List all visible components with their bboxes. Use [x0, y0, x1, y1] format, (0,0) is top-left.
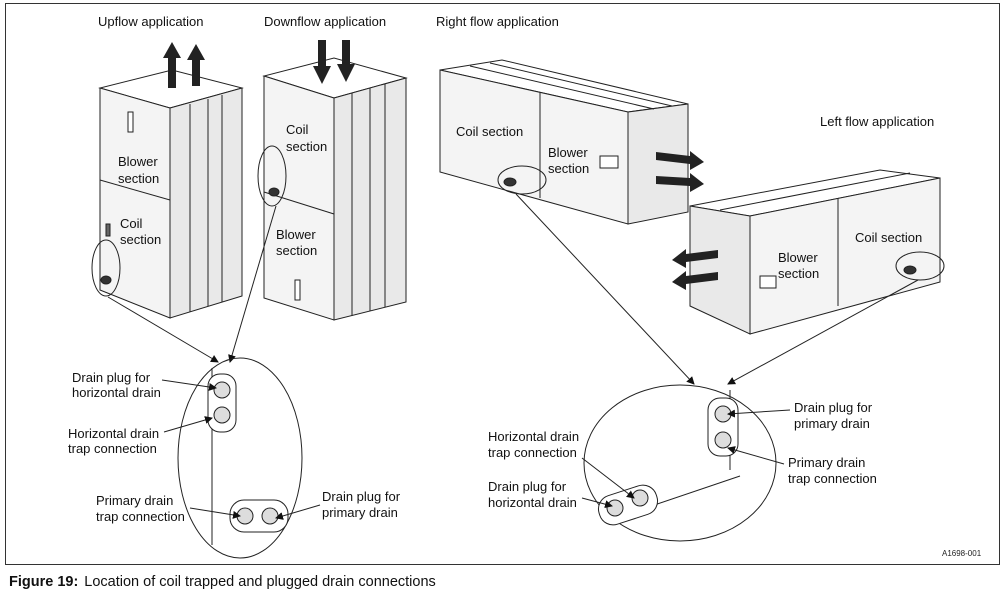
upflow-arrows [163, 42, 205, 88]
downflow-arrows [313, 40, 355, 84]
rightflow-coil-label: Coil section [456, 124, 523, 139]
downflow-unit [257, 57, 408, 321]
leftflow-arrows [672, 249, 718, 290]
rightflow-unit [439, 59, 689, 225]
figure-id: A1698-001 [942, 549, 982, 558]
left-plug-horizontal-2: horizontal drain [72, 385, 161, 400]
left-trap-primary-1: Primary drain [96, 493, 173, 508]
left-detail-view [177, 357, 303, 559]
title-downflow: Downflow application [264, 14, 386, 29]
upflow-blower-label-1: Blower [118, 154, 158, 169]
right-detail-leaders [581, 409, 791, 509]
right-detail-view [583, 384, 777, 542]
figure-caption-text: Location of coil trapped and plugged dra… [84, 574, 436, 590]
magnify-leaders [107, 193, 919, 385]
right-trap-primary-2: trap connection [788, 471, 877, 486]
drain-connections-diagram: Upflow application Downflow application … [68, 14, 982, 559]
title-upflow: Upflow application [98, 14, 204, 29]
left-plug-primary-1: Drain plug for [322, 489, 401, 504]
right-plug-horizontal-2: horizontal drain [488, 495, 577, 510]
left-trap-primary-2: trap connection [96, 509, 185, 524]
upflow-unit [91, 69, 244, 319]
upflow-blower-label-2: section [118, 171, 159, 186]
downflow-blower-label-1: Blower [276, 227, 316, 242]
right-plug-primary-2: primary drain [794, 416, 870, 431]
leftflow-coil-label: Coil section [855, 230, 922, 245]
leftflow-blower-label-2: section [778, 266, 819, 281]
right-plug-horizontal-1: Drain plug for [488, 479, 567, 494]
rightflow-blower-label-1: Blower [548, 145, 588, 160]
leftflow-unit [689, 169, 945, 335]
rightflow-arrows [656, 151, 704, 192]
figure-number: Figure 19: [9, 574, 79, 590]
upflow-coil-label-1: Coil [120, 216, 143, 231]
left-trap-horizontal-2: trap connection [68, 441, 157, 456]
left-detail-leaders [161, 379, 321, 520]
left-trap-horizontal-1: Horizontal drain [68, 426, 159, 441]
downflow-coil-label-1: Coil [286, 122, 309, 137]
right-trap-primary-1: Primary drain [788, 455, 865, 470]
downflow-blower-label-2: section [276, 243, 317, 258]
title-rightflow: Right flow application [436, 14, 559, 29]
rightflow-blower-label-2: section [548, 161, 589, 176]
right-plug-primary-1: Drain plug for [794, 400, 873, 415]
upflow-coil-label-2: section [120, 232, 161, 247]
left-plug-horizontal-1: Drain plug for [72, 370, 151, 385]
downflow-coil-label-2: section [286, 139, 327, 154]
title-leftflow: Left flow application [820, 114, 934, 129]
leftflow-blower-label-1: Blower [778, 250, 818, 265]
left-plug-primary-2: primary drain [322, 505, 398, 520]
right-trap-horizontal-1: Horizontal drain [488, 429, 579, 444]
right-trap-horizontal-2: trap connection [488, 445, 577, 460]
figure-caption: Figure 19: Location of coil trapped and p… [9, 574, 436, 590]
